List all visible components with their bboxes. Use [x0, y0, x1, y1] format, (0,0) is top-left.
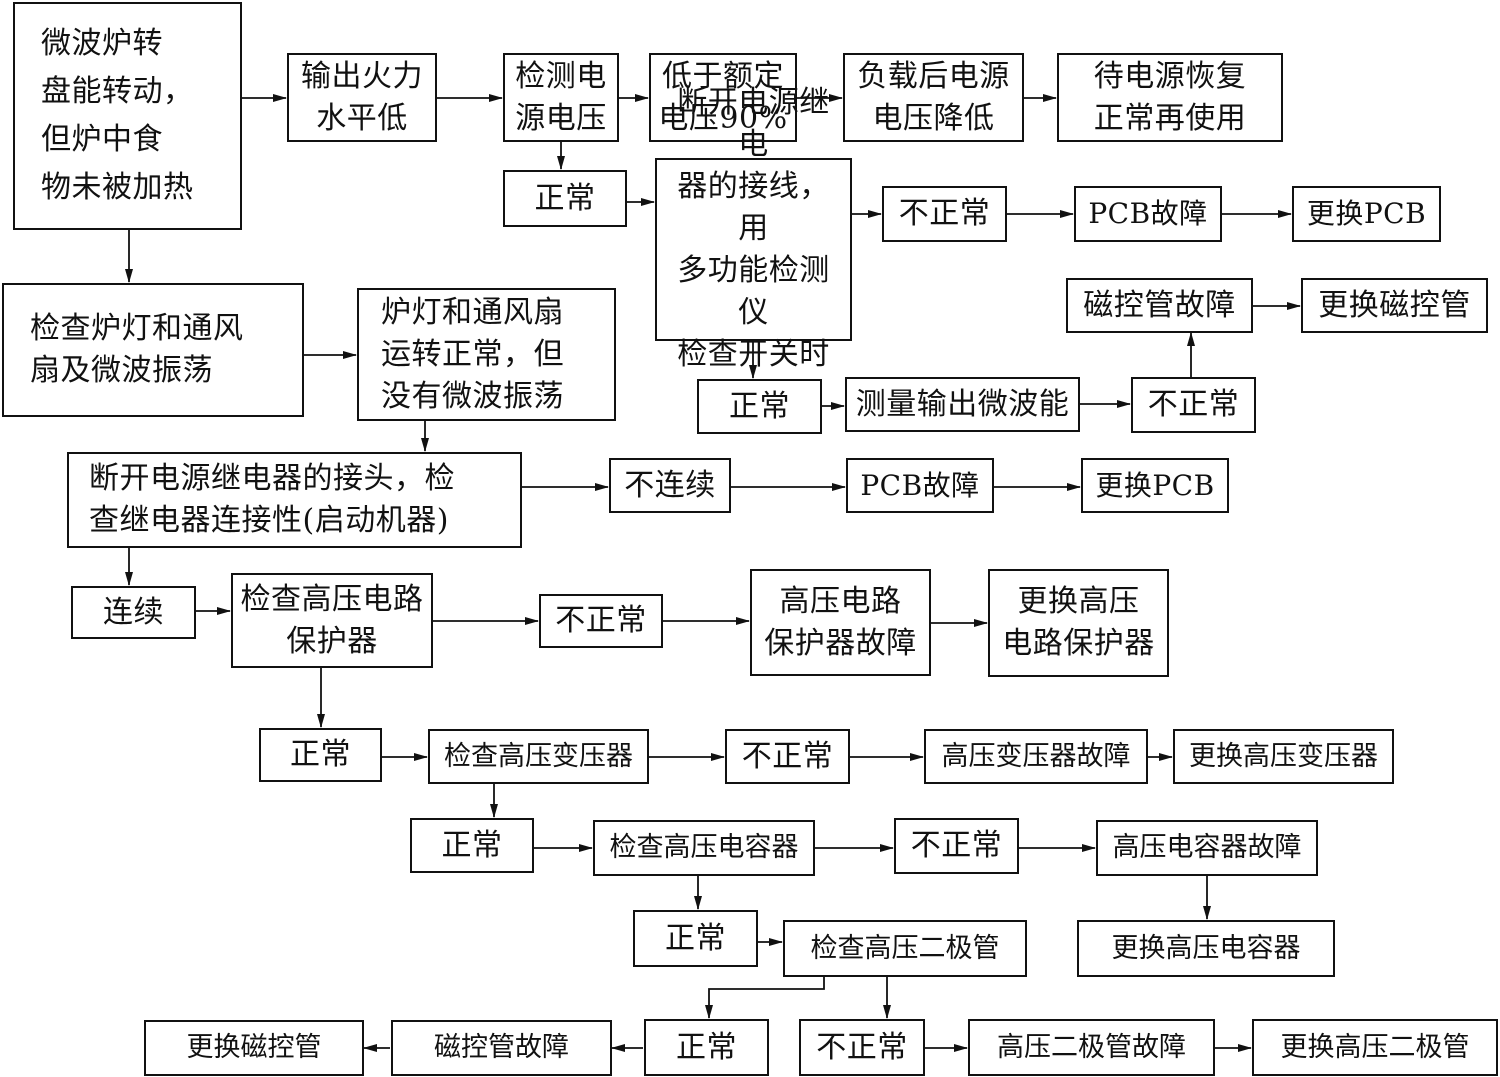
node-hv-protector-fault: 高压电路 保护器故障 — [750, 569, 931, 676]
node-check-hv-diode: 检查高压二极管 — [783, 920, 1027, 977]
node-check-hv-capacitor: 检查高压电容器 — [593, 820, 815, 876]
node-replace-pcb-2: 更换PCB — [1081, 458, 1229, 513]
node-hv-diode-fault: 高压二极管故障 — [968, 1019, 1215, 1076]
node-magnetron-fault-1: 磁控管故障 — [1066, 278, 1253, 333]
node-pcb-fault-2: PCB故障 — [846, 458, 994, 513]
node-continuous: 连续 — [71, 586, 196, 639]
node-abnormal-4: 不正常 — [725, 729, 850, 784]
node-wait-power: 待电源恢复 正常再使用 — [1057, 53, 1283, 142]
node-normal-5: 正常 — [633, 910, 758, 967]
node-replace-magnetron-1: 更换磁控管 — [1301, 278, 1488, 333]
node-below-rated: 低于额定 电压90% — [649, 53, 797, 142]
node-check-hv-protector: 检查高压电路 保护器 — [231, 573, 433, 668]
node-abnormal-2: 不正常 — [1131, 377, 1256, 433]
arrow-check-hv-diode-to-normal-6 — [705, 977, 825, 1019]
node-discontinuous: 不连续 — [609, 458, 731, 513]
node-normal-2: 正常 — [697, 379, 822, 434]
node-start: 微波炉转 盘能转动， 但炉中食 物未被加热 — [13, 2, 242, 230]
node-lamp-fan-ok: 炉灯和通风扇 运转正常，但 没有微波振荡 — [357, 288, 616, 421]
node-replace-hv-capacitor: 更换高压电容器 — [1077, 920, 1335, 977]
node-replace-pcb-1: 更换PCB — [1292, 186, 1441, 242]
node-check-voltage: 检测电 源电压 — [503, 53, 619, 142]
node-check-hv-transformer: 检查高压变压器 — [428, 729, 649, 784]
node-normal-4: 正常 — [410, 818, 534, 873]
node-normal-1: 正常 — [503, 170, 627, 227]
node-abnormal-1: 不正常 — [882, 186, 1007, 242]
node-normal-6: 正常 — [644, 1019, 769, 1076]
node-low-power: 输出火力 水平低 — [287, 53, 437, 142]
node-disconnect-relay-joint: 断开电源继电器的接头，检 查继电器连接性(启动机器) — [67, 452, 522, 548]
node-abnormal-5: 不正常 — [894, 818, 1019, 874]
node-voltage-drop: 负载后电源 电压降低 — [843, 53, 1024, 142]
node-abnormal-3: 不正常 — [539, 594, 663, 648]
node-check-lamp-fan: 检查炉灯和通风 扇及微波振荡 — [2, 283, 304, 417]
node-pcb-fault-1: PCB故障 — [1074, 186, 1222, 242]
node-hv-transformer-fault: 高压变压器故障 — [924, 729, 1148, 784]
node-disconnect-relay-wire: 断开电源继电 器的接线，用 多功能检测仪 检查开关时间 — [655, 85, 852, 414]
node-magnetron-fault-2: 磁控管故障 — [391, 1020, 612, 1076]
node-replace-hv-diode: 更换高压二极管 — [1252, 1019, 1498, 1076]
node-replace-hv-protector: 更换高压 电路保护器 — [988, 569, 1169, 677]
node-hv-capacitor-fault: 高压电容器故障 — [1096, 820, 1318, 876]
node-replace-hv-transformer: 更换高压变压器 — [1173, 729, 1394, 784]
node-measure-microwave: 测量输出微波能 — [845, 377, 1080, 432]
node-abnormal-6: 不正常 — [799, 1019, 925, 1076]
node-normal-3: 正常 — [259, 728, 382, 782]
node-replace-magnetron-2: 更换磁控管 — [144, 1020, 364, 1076]
